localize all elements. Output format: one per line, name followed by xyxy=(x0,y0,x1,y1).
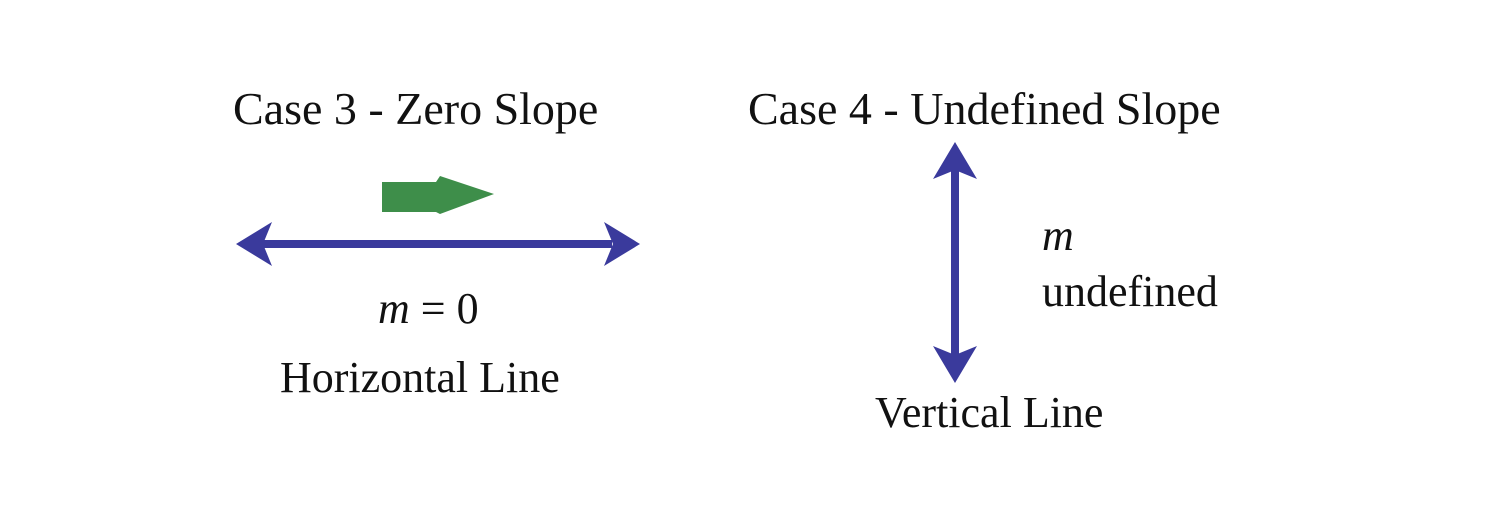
slope-value: = 0 xyxy=(409,284,479,333)
horizontal-line-right-arrowhead xyxy=(604,222,640,266)
vertical-line-bottom-arrowhead xyxy=(933,346,977,383)
vertical-line-label: Vertical Line xyxy=(875,388,1104,437)
undefined-slope-symbol: m xyxy=(1042,211,1074,260)
zero-slope-equation: m = 0 xyxy=(378,287,479,331)
case4-title: Case 4 - Undefined Slope xyxy=(748,83,1221,134)
direction-arrow-shape xyxy=(382,176,494,214)
horizontal-line-label: Horizontal Line xyxy=(280,353,560,402)
case3-title: Case 3 - Zero Slope xyxy=(233,83,599,134)
vertical-line-icon xyxy=(933,142,977,383)
slope-symbol-m: m xyxy=(378,284,410,333)
direction-arrow-icon xyxy=(382,176,494,214)
horizontal-line-icon xyxy=(236,222,640,266)
undefined-slope-text: undefined xyxy=(1042,267,1218,316)
horizontal-line-left-arrowhead xyxy=(236,222,272,266)
vertical-line-top-arrowhead xyxy=(933,142,977,179)
